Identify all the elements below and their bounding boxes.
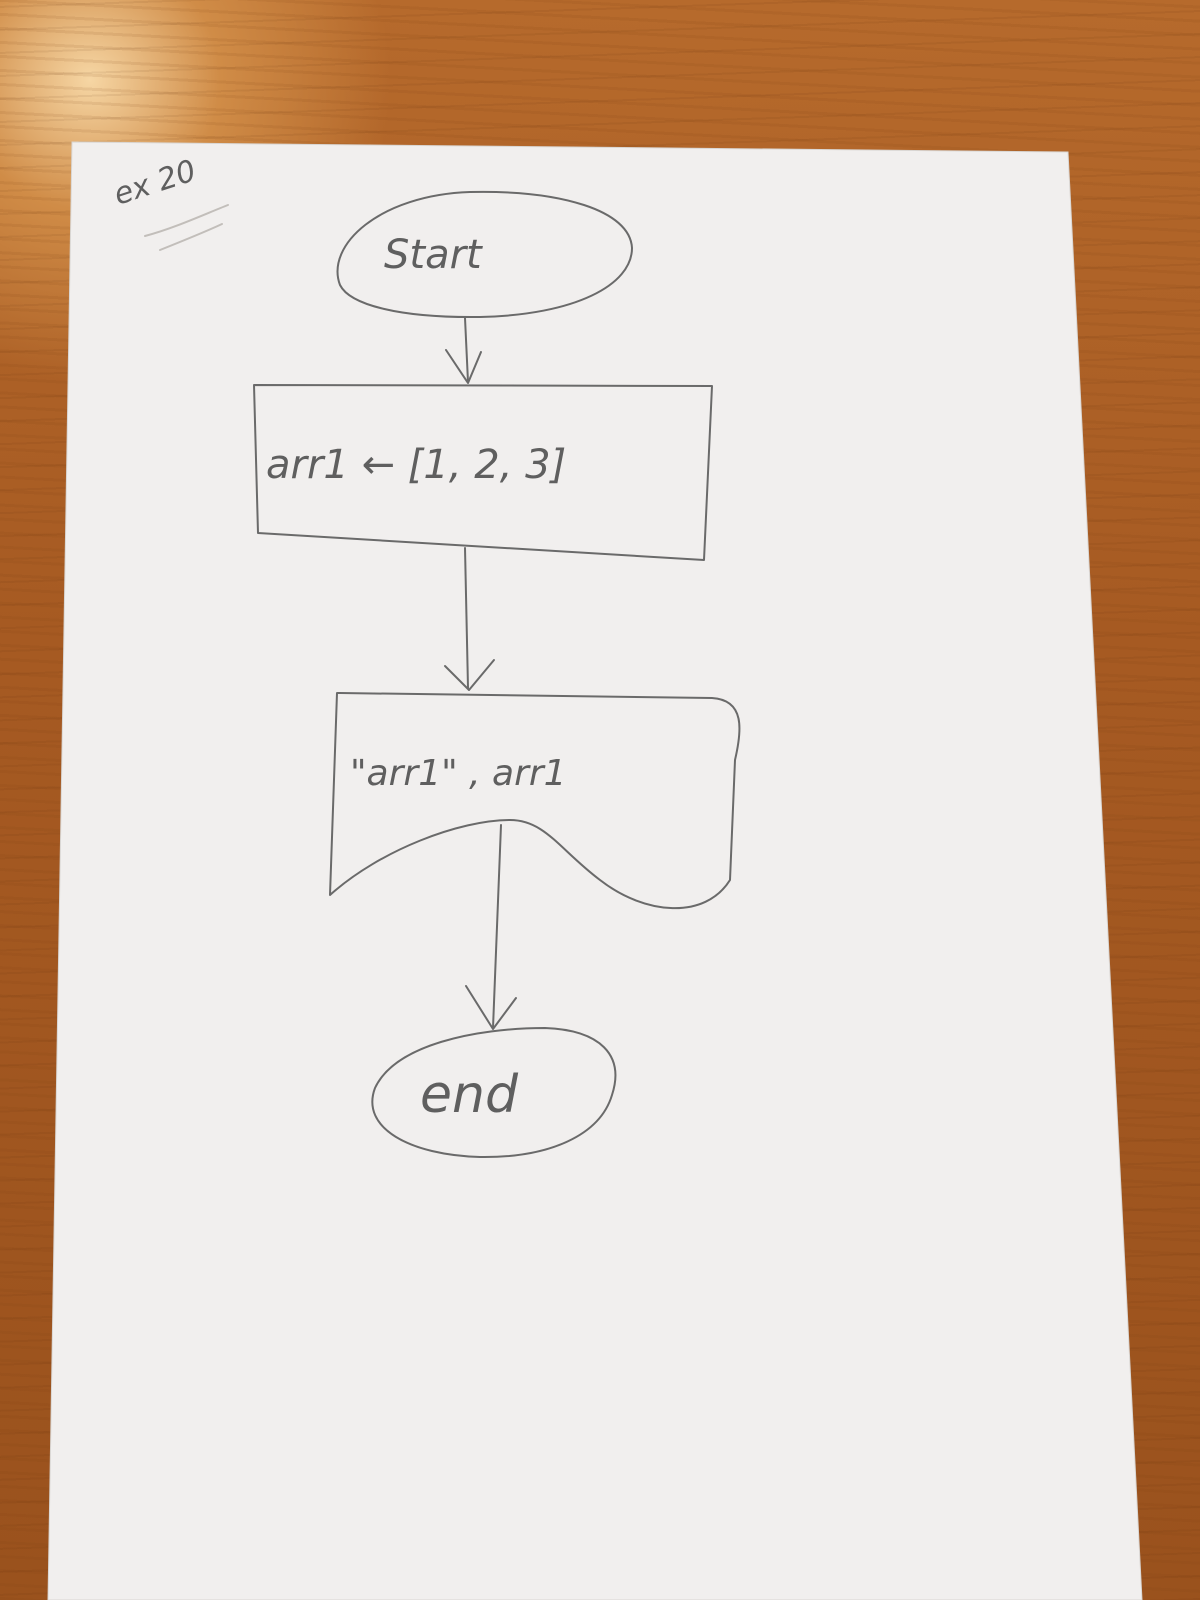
start-label: Start <box>384 232 483 278</box>
output-node: "arr1" , arr1 <box>329 692 741 910</box>
assign-label: arr1 ← [1, 2, 3] <box>266 442 566 488</box>
arrow-start-to-assign <box>445 317 482 384</box>
output-document-shape <box>329 692 741 910</box>
end-label: end <box>420 1065 519 1125</box>
corner-note-underline <box>144 204 229 251</box>
end-node: end <box>371 1027 617 1159</box>
assign-box <box>253 384 713 561</box>
paper <box>47 141 1143 1600</box>
start-node: Start <box>336 190 633 319</box>
end-ellipse <box>371 1027 617 1159</box>
assign-node: arr1 ← [1, 2, 3] <box>253 384 713 561</box>
start-ellipse <box>336 190 633 319</box>
arrow-assign-to-output <box>444 547 495 691</box>
output-label: "arr1" , arr1 <box>350 753 567 794</box>
arrow-output-to-end <box>465 824 517 1030</box>
